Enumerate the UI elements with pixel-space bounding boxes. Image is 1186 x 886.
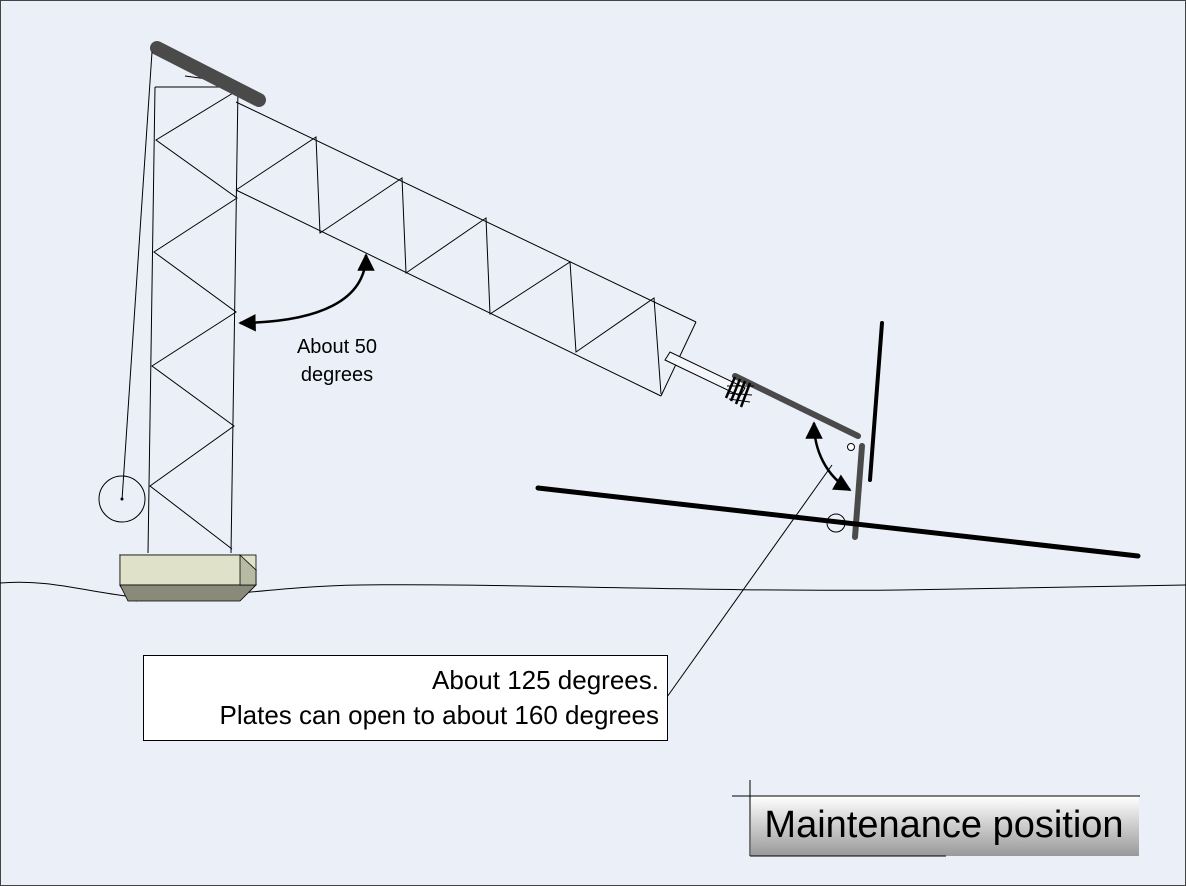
mast-truss	[147, 86, 239, 554]
angle-label-50-line1: About 50	[297, 336, 377, 358]
hinge-pin-top	[847, 443, 855, 451]
title-box: Maintenance position	[732, 780, 1140, 857]
angle-arrow-50	[238, 253, 375, 332]
vertical-plate	[868, 321, 884, 482]
callout-leader-line	[666, 464, 833, 698]
hinge-pin-bottom	[826, 513, 846, 533]
callout-line1: About 125 degrees.	[432, 665, 659, 695]
pulley-wheel	[98, 475, 146, 523]
callout-box	[143, 655, 668, 741]
base-block	[118, 554, 258, 602]
mast-top-bar	[150, 41, 266, 107]
callout-line2: Plates can open to about 160 degrees	[220, 700, 659, 730]
angle-arrow-125	[805, 421, 852, 492]
angle-label-50-line2: degrees	[301, 364, 373, 386]
title-text: Maintenance position	[764, 804, 1123, 846]
boom-truss	[235, 101, 697, 397]
pulley-axle	[120, 497, 124, 501]
horizontal-plate	[535, 485, 1141, 559]
hoist-cable	[121, 51, 153, 501]
